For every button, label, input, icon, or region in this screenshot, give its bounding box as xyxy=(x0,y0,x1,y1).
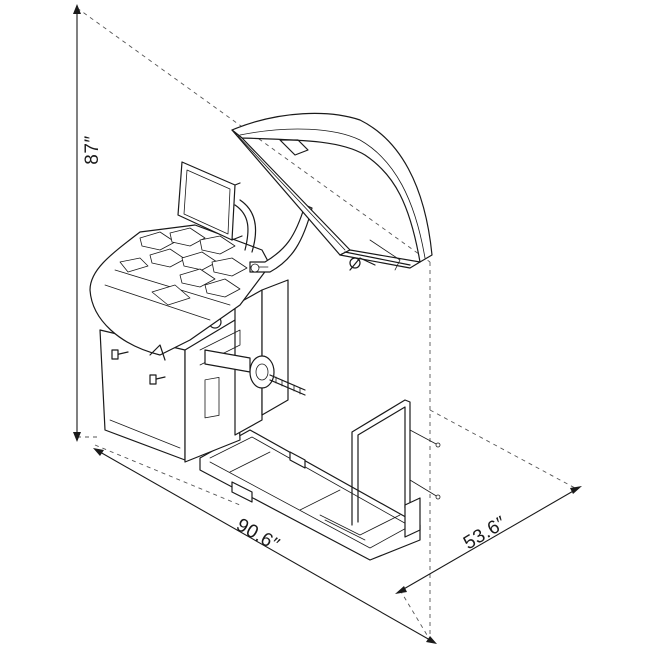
height-dimension: 87″ xyxy=(73,4,103,442)
length-dimension-label: 90.6″ xyxy=(232,515,283,556)
depth-dimension-label: 53.6″ xyxy=(460,512,510,554)
side-bolt-lower xyxy=(149,374,166,385)
side-frame xyxy=(351,399,441,538)
base-platform xyxy=(199,429,421,561)
weight-tray xyxy=(89,224,271,361)
wheel-balancer-machine xyxy=(89,112,441,561)
side-bolt-upper xyxy=(111,349,129,360)
hood-arm xyxy=(249,204,313,273)
height-dimension-label: 87″ xyxy=(82,135,103,164)
monitor xyxy=(177,161,257,253)
depth-dimension: 53.6″ xyxy=(395,486,582,594)
wheel-guard-hood xyxy=(231,112,433,271)
